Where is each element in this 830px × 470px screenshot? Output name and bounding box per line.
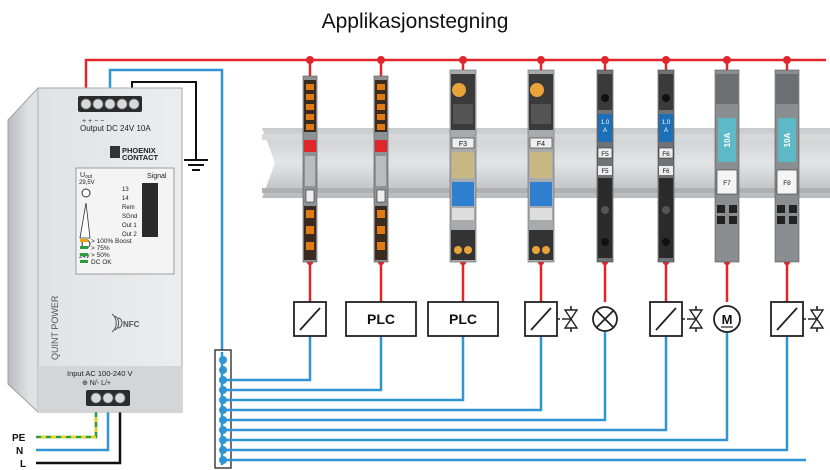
signal-pin-label: Out 1 [122, 223, 137, 229]
load-4-relay-valve [524, 301, 579, 337]
terminal-point [219, 416, 227, 424]
diagram-title: Applikasjonstegning [321, 10, 509, 33]
fuse-rating: 1.0 [601, 120, 610, 126]
device-label: F8 [783, 180, 791, 187]
fuse-rating-unit: A [603, 128, 607, 134]
device-label: F7 [723, 180, 731, 187]
input-screws [90, 392, 126, 404]
fuse-rating-unit: A [664, 128, 668, 134]
load-6-relay-valve [649, 301, 704, 337]
mains-label-pe: PE [12, 433, 26, 444]
signal-pin-label: 14 [122, 196, 129, 202]
uout-label: Uout [80, 172, 93, 180]
signal-pin-label: Rem [122, 205, 135, 211]
terminal-points [219, 356, 227, 464]
led-legend: > 100% Boost> 75%> 50%DC OK [80, 238, 132, 266]
svg-text:NFC: NFC [123, 320, 140, 329]
terminal-point [219, 356, 227, 364]
mains-label-l: L [20, 459, 26, 470]
model-label: QUINT POWER [50, 295, 60, 360]
terminal-point [219, 456, 227, 464]
terminal-point [219, 396, 227, 404]
signal-pin-label: Out 2 [122, 232, 137, 238]
load-1-relay [293, 301, 327, 337]
nfc-mark: NFC [111, 313, 140, 333]
led-indicator [80, 246, 88, 249]
led-legend-item: DC OK [91, 259, 112, 266]
device-d8: 10A F8 [774, 69, 800, 263]
uout-value: 29,5V [79, 180, 95, 186]
signal-label: Signal [147, 173, 167, 180]
led-indicator [80, 253, 88, 256]
device-label: F4 [537, 141, 545, 148]
device-label-lower: F5 [601, 169, 609, 175]
fuse-rating: 10A [723, 132, 732, 147]
device-label: F3 [459, 141, 467, 148]
output-polarity: + + − − [82, 118, 104, 125]
load-2-plc: PLC [345, 301, 417, 337]
led-indicator [80, 239, 88, 242]
phoenix-logo: PHOENIX CONTACT [110, 146, 159, 162]
positive-bus [84, 58, 826, 101]
power-supply: + + − − Output DC 24V 10A PHOENIX CONTAC… [7, 87, 183, 413]
uout-potentiometer [81, 188, 91, 198]
fuse-rating: 10A [783, 132, 792, 147]
terminal-point [219, 366, 227, 374]
led-legend-item: > 100% Boost [91, 238, 132, 245]
load-7-motor: M [713, 305, 741, 333]
mains-label-n: N [16, 446, 23, 457]
mains-labels: PE NL [12, 433, 26, 470]
plc-label: PLC [449, 311, 477, 327]
device-label: F5 [601, 151, 609, 158]
uout-adjust-wedge [79, 202, 91, 239]
device-d2 [373, 75, 389, 263]
led-legend-item: > 50% [91, 252, 110, 259]
terminal-point [219, 446, 227, 454]
terminal-point [219, 426, 227, 434]
svg-text:CONTACT: CONTACT [122, 153, 159, 162]
terminal-point [219, 406, 227, 414]
plc-label: PLC [367, 311, 395, 327]
device-label-lower: F6 [662, 169, 670, 175]
load-8-relay-valve [770, 301, 825, 337]
terminal-point [219, 436, 227, 444]
led-indicator [80, 260, 88, 263]
terminal-point [219, 376, 227, 384]
svg-text:PHOENIX: PHOENIX [122, 146, 156, 155]
device-d4: F4 [527, 69, 555, 263]
device-d7: 10A F7 [714, 69, 740, 263]
negative-feed [108, 68, 224, 352]
terminal-point [219, 386, 227, 394]
signal-pin-label: 13 [122, 187, 129, 193]
fuse-rating: 1.0 [662, 120, 671, 126]
input-terminals: ⊕ N/- L/+ [82, 380, 111, 387]
min-voltage: 24V [79, 254, 90, 260]
load-3-plc: PLC [427, 301, 499, 337]
motor-label: M [722, 312, 733, 327]
led-legend-item: > 75% [91, 245, 110, 252]
load-wiring [220, 56, 806, 465]
load-5-lamp [592, 306, 618, 332]
input-label: Input AC 100-240 V [67, 369, 132, 378]
signal-terminal [142, 183, 158, 237]
device-label: F6 [662, 151, 670, 158]
device-d1 [302, 75, 318, 263]
output-screws [80, 98, 140, 110]
device-d3: F3 [449, 69, 477, 263]
signal-pin-label: SGnd [122, 214, 137, 220]
output-label: Output DC 24V 10A [80, 124, 151, 133]
load-symbols: PLC PLC M [293, 301, 825, 337]
